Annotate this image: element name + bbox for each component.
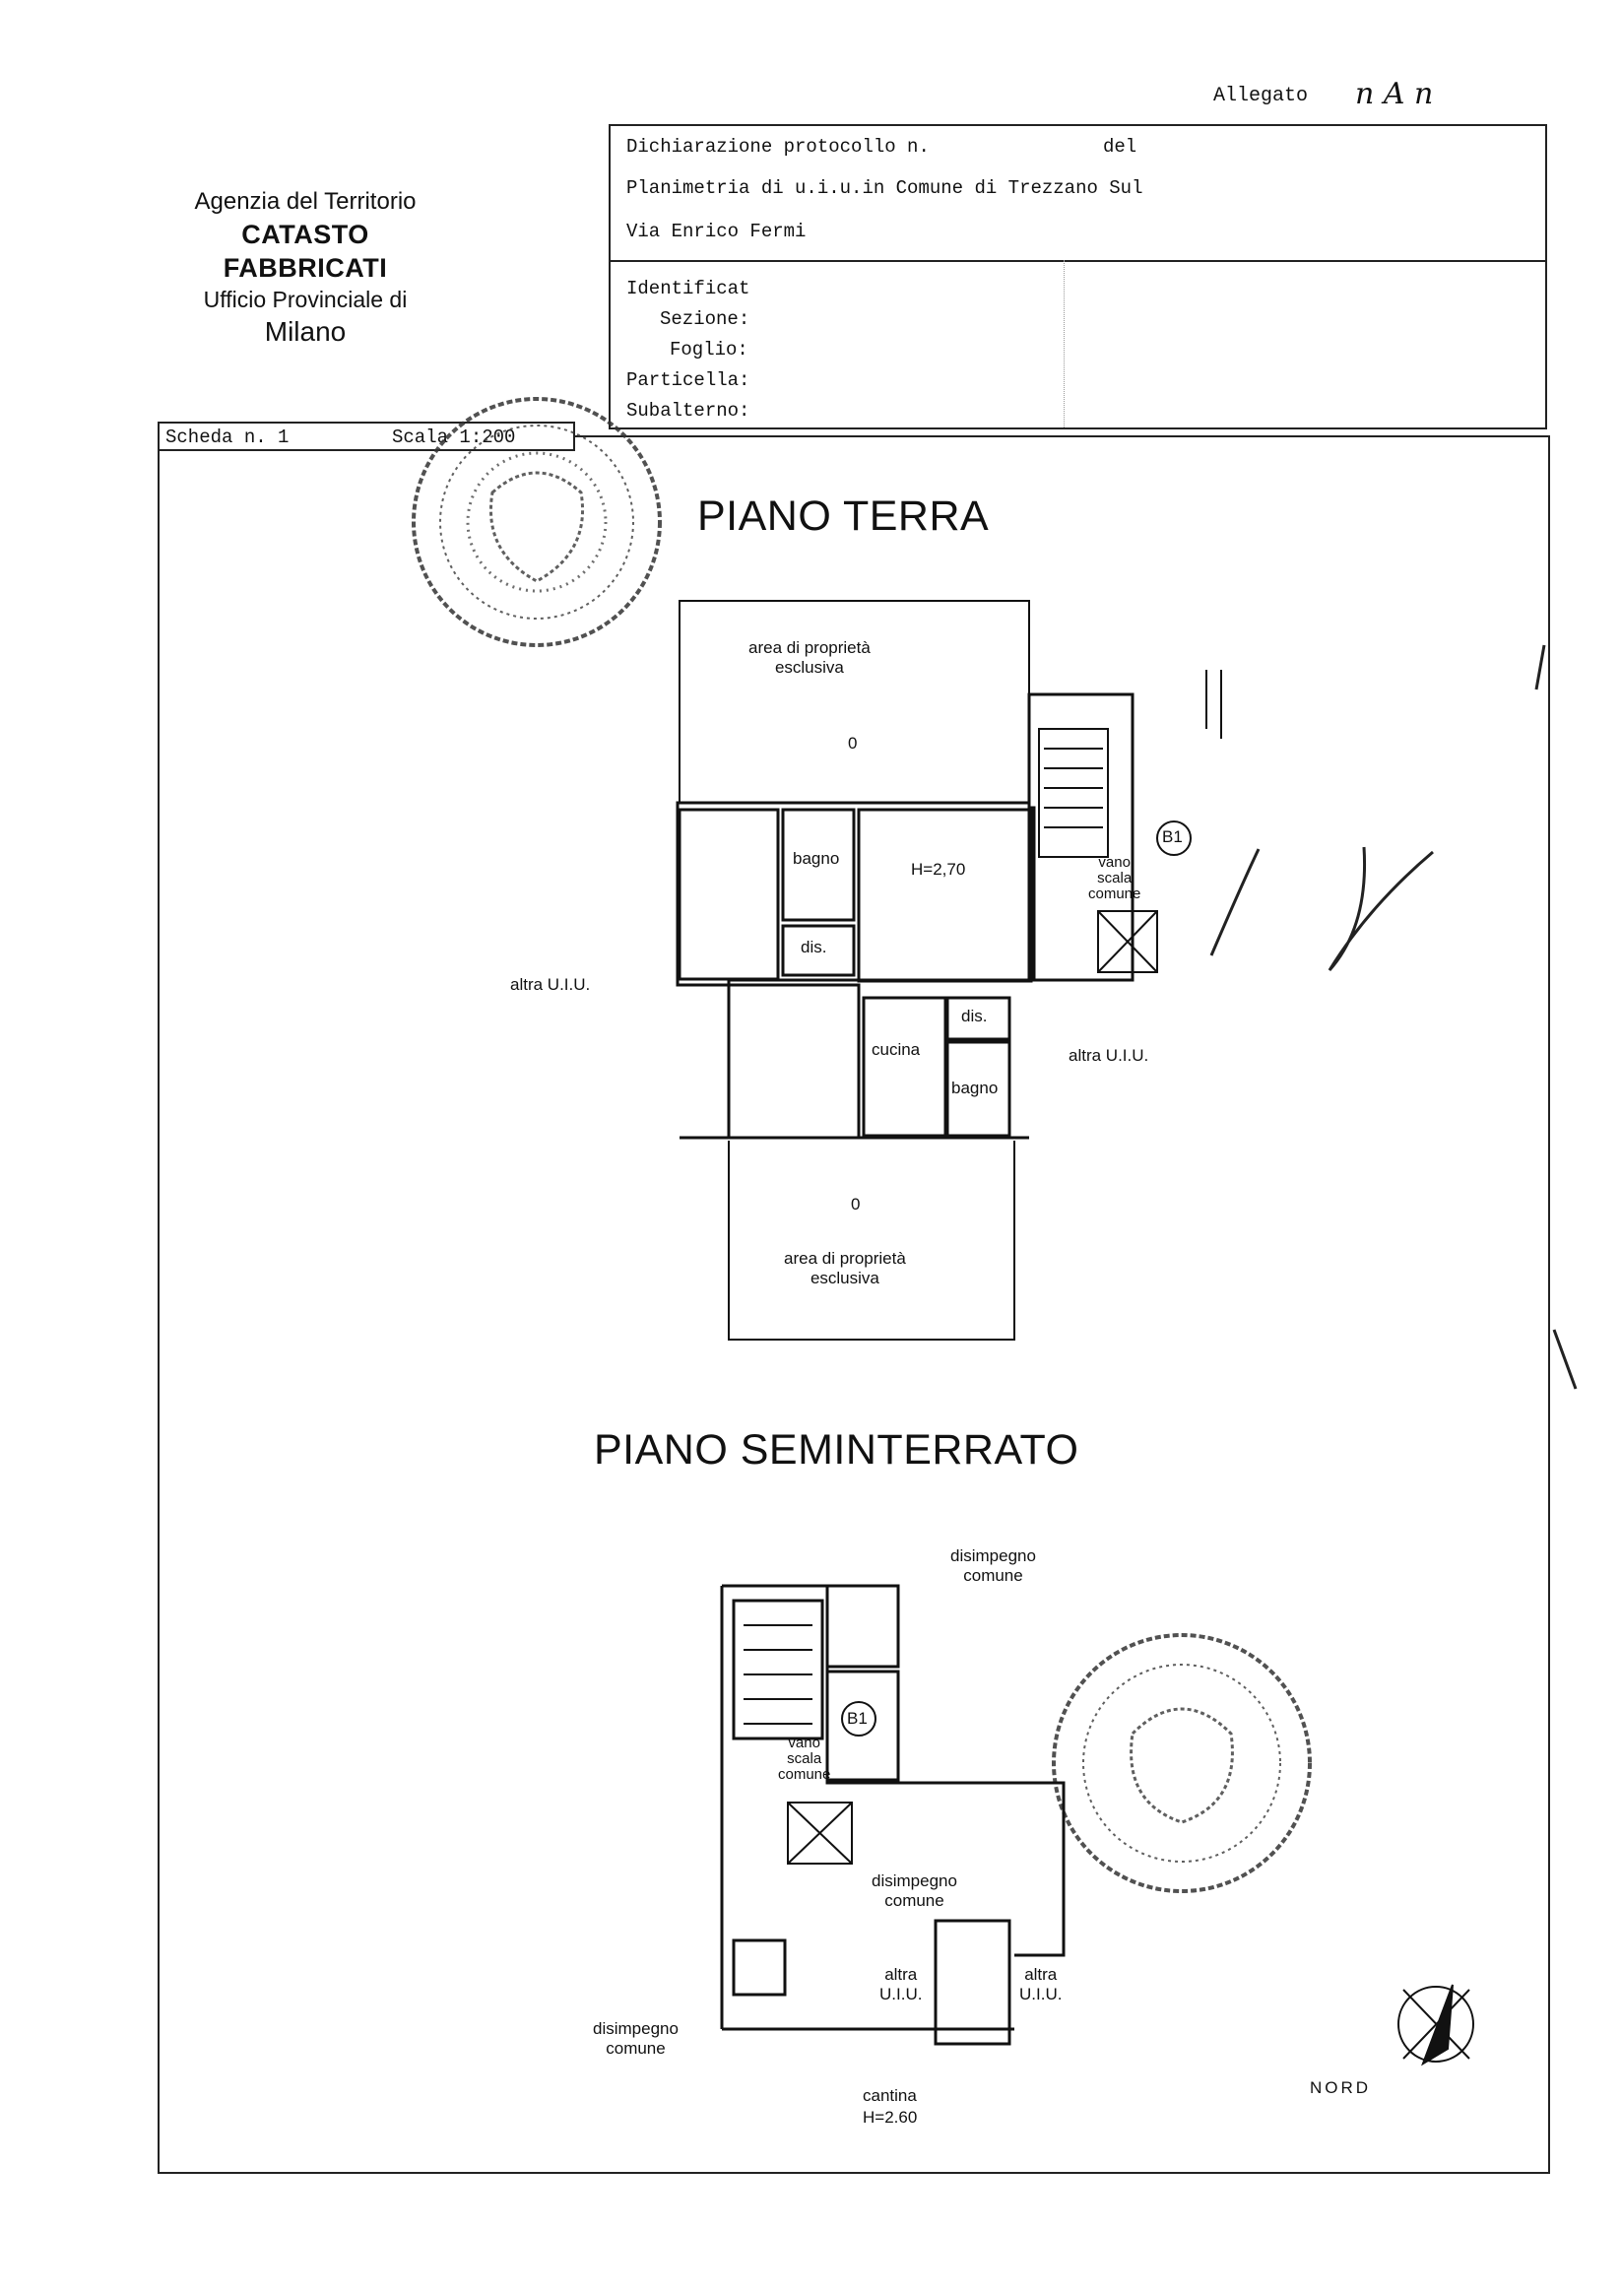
handwritten-signature <box>1209 644 1578 1390</box>
b1-label-terra: B1 <box>1162 827 1183 846</box>
level-zero-top: 0 <box>848 734 858 753</box>
subalterno-label: Subalterno: <box>626 400 750 422</box>
altra-uiu-left: altra U.I.U. <box>510 975 591 994</box>
declaration-divider <box>611 260 1545 262</box>
cantina-height-label: H=2.60 <box>863 2108 918 2127</box>
area-top-label: area di proprietà esclusiva <box>748 638 871 678</box>
scheda-label: Scheda n. 1 <box>165 426 290 448</box>
disimpegno-mid-label: disimpegno comune <box>872 1871 957 1911</box>
basement-plan <box>720 1584 1066 2046</box>
level-zero-bottom: 0 <box>851 1195 861 1214</box>
altra-uiu-semi-2: altra U.I.U. <box>1019 1965 1063 2004</box>
altra-uiu-semi-1: altra U.I.U. <box>879 1965 923 2004</box>
north-arrow-icon <box>1397 1984 1474 2066</box>
plan-frame <box>158 435 1550 2174</box>
foglio-label: Foglio: <box>670 339 748 361</box>
identificativi-label: Identificat <box>626 278 750 299</box>
protocol-label: Dichiarazione protocollo n. <box>626 136 930 158</box>
cantina-label: cantina <box>863 2086 917 2105</box>
vano-scala-semi: vano scala comune <box>778 1735 831 1783</box>
bagno-label-2: bagno <box>951 1079 999 1097</box>
area-bottom-label: area di proprietà esclusiva <box>784 1249 906 1288</box>
disimpegno-left-label: disimpegno comune <box>593 2019 679 2059</box>
bagno-label-1: bagno <box>793 849 840 868</box>
cucina-label: cucina <box>872 1040 921 1059</box>
planimetria-text: Planimetria di u.i.u.in Comune di Trezza… <box>626 177 1143 199</box>
catasto-title: CATASTO FABBRICATI <box>223 219 388 284</box>
piano-seminterrato-title: PIANO SEMINTERRATO <box>594 1426 1079 1474</box>
province-name: Milano <box>264 316 347 348</box>
declaration-box: Dichiarazione protocollo n. del Planimet… <box>609 124 1547 429</box>
address-text: Via Enrico Fermi <box>626 221 807 242</box>
sezione-label: Sezione: <box>660 308 750 330</box>
altra-uiu-right: altra U.I.U. <box>1069 1046 1149 1065</box>
agency-block: Agenzia del Territorio CATASTO FABBRICAT… <box>158 187 453 350</box>
ufficio-label: Ufficio Provinciale di <box>203 286 408 312</box>
nord-label: NORD <box>1310 2078 1372 2097</box>
scala-label: Scala 1:200 <box>392 426 516 448</box>
height-label-terra: H=2,70 <box>911 860 966 879</box>
allegato-handwritten-mark: n A n <box>1355 77 1434 111</box>
allegato-label: Allegato <box>1213 85 1309 107</box>
b1-label-semi: B1 <box>847 1709 868 1728</box>
particella-label: Particella: <box>626 369 750 391</box>
dis-label-1: dis. <box>801 938 827 956</box>
disimpegno-top-label: disimpegno comune <box>950 1546 1036 1586</box>
notary-stamp-top <box>412 397 662 647</box>
scheda-bar: Scheda n. 1 Scala 1:200 <box>158 422 575 451</box>
notary-stamp-bottom <box>1052 1633 1312 1893</box>
dis-label-2: dis. <box>961 1007 988 1025</box>
ground-floor-plan <box>676 600 1222 1341</box>
vano-scala-terra: vano scala comune <box>1088 854 1141 902</box>
del-label: del <box>1103 136 1137 158</box>
piano-terra-title: PIANO TERRA <box>697 492 990 540</box>
agency-name: Agenzia del Territorio <box>194 188 417 215</box>
